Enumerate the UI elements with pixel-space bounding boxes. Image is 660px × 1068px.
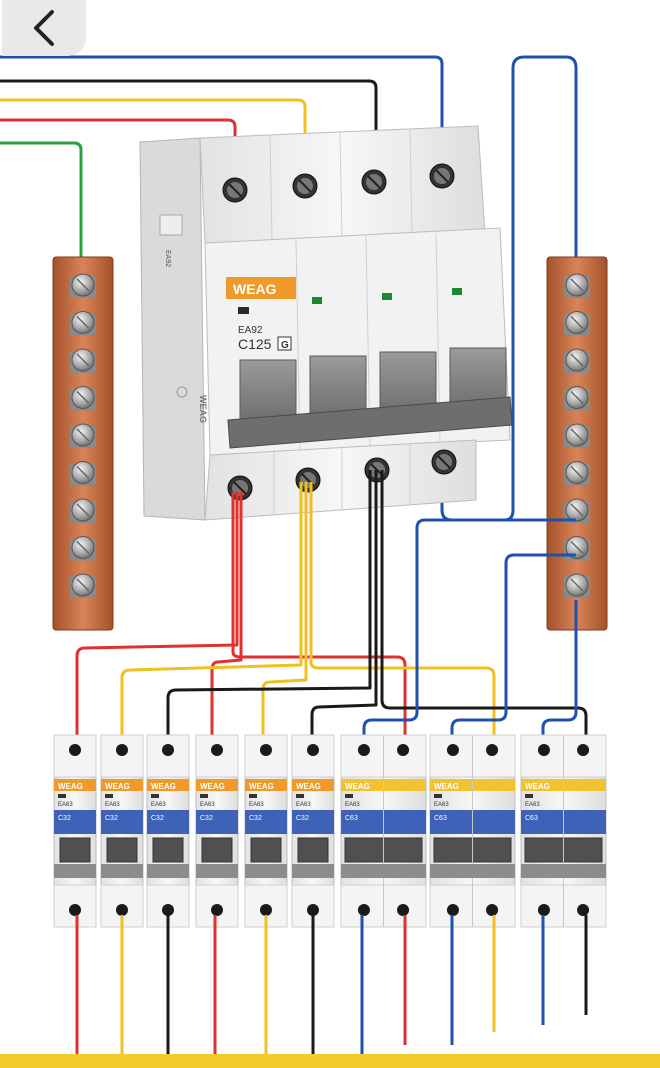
bottom-bar (0, 1054, 660, 1068)
wire-yellow-incoming (0, 98, 307, 186)
branch-breaker-brand: WEAG (525, 782, 550, 791)
branch-breaker-brand: WEAG (200, 782, 225, 791)
branch-breaker-brand: WEAG (105, 782, 130, 791)
branch-breaker-brand: WEAG (58, 782, 83, 791)
main-breaker-screw (222, 177, 248, 203)
branch-breaker-rating: C32 (200, 815, 213, 822)
branch-breaker-model: EA63 (151, 802, 166, 808)
branch-breaker-rating: C63 (345, 815, 358, 822)
left-busbar-terminal (70, 461, 96, 486)
wire-blue-incoming (0, 55, 444, 176)
wire-red-incoming (0, 118, 237, 190)
left-busbar-terminal (70, 386, 96, 411)
neutral-busbar (546, 256, 608, 631)
right-busbar-terminal (564, 536, 590, 561)
branch-breaker-rating: C32 (105, 815, 118, 822)
wire-black-incoming (0, 79, 378, 182)
branch-breaker-rating: C32 (296, 815, 309, 822)
main-breaker-side-brand: WEAG (198, 395, 208, 423)
left-busbar-terminal (70, 536, 96, 561)
branch-breaker-model: EA63 (249, 802, 264, 808)
left-busbar-terminal (70, 273, 96, 298)
wire-green-ground (0, 141, 83, 284)
left-busbar-terminal (70, 423, 96, 448)
main-breaker-screw (431, 449, 457, 475)
branch-breaker-brand: WEAG (345, 782, 370, 791)
left-busbar-terminal (70, 498, 96, 523)
right-busbar-terminal (564, 348, 590, 373)
branch-breaker-model: EA63 (296, 802, 311, 808)
chevron-left-icon (34, 10, 54, 46)
main-breaker: EA92 WEAG WEAG EA92 C125 G (139, 125, 513, 521)
branch-breaker-brand: WEAG (434, 782, 459, 791)
outgoing-wires (75, 915, 588, 1055)
left-busbar-terminal (70, 311, 96, 336)
branch-breaker-brand: WEAG (249, 782, 274, 791)
branch-breaker-rating: C63 (434, 815, 447, 822)
main-breaker-handles (227, 347, 513, 449)
branch-breaker-brand: WEAG (151, 782, 176, 791)
back-button[interactable] (2, 0, 86, 56)
left-busbar-terminal (70, 348, 96, 373)
branch-breaker-model: EA63 (345, 802, 360, 808)
branch-breaker-model: EA63 (525, 802, 540, 808)
branch-breaker-model: EA63 (105, 802, 120, 808)
right-busbar-terminal (564, 423, 590, 448)
main-breaker-side-model: EA92 (164, 250, 171, 267)
branch-breaker-model: EA63 (434, 802, 449, 808)
ground-busbar (52, 256, 114, 631)
right-busbar-terminal (564, 311, 590, 336)
right-busbar-terminal (564, 498, 590, 523)
main-breaker-rating: C125 (238, 336, 272, 352)
left-busbar-terminal (70, 573, 96, 598)
main-breaker-screw (361, 169, 387, 195)
right-busbar-terminal (564, 273, 590, 298)
main-breaker-brand: WEAG (233, 281, 277, 297)
branch-breaker-model: EA63 (58, 802, 73, 808)
right-busbar-terminal (564, 386, 590, 411)
right-busbar-terminal (564, 573, 590, 598)
main-breaker-badge: G (281, 340, 289, 351)
main-breaker-model: EA92 (238, 325, 263, 336)
main-breaker-screw (429, 163, 455, 189)
branch-breaker-brand: WEAG (296, 782, 321, 791)
branch-breaker-rating: C32 (58, 815, 71, 822)
right-busbar-terminal (564, 461, 590, 486)
branch-breaker-rating: C32 (249, 815, 262, 822)
branch-breaker-model: EA63 (200, 802, 215, 808)
branch-breaker-rating: C32 (151, 815, 164, 822)
main-breaker-screw (292, 173, 318, 199)
branch-breaker-rating: C63 (525, 815, 538, 822)
distribution-wires (75, 470, 588, 750)
